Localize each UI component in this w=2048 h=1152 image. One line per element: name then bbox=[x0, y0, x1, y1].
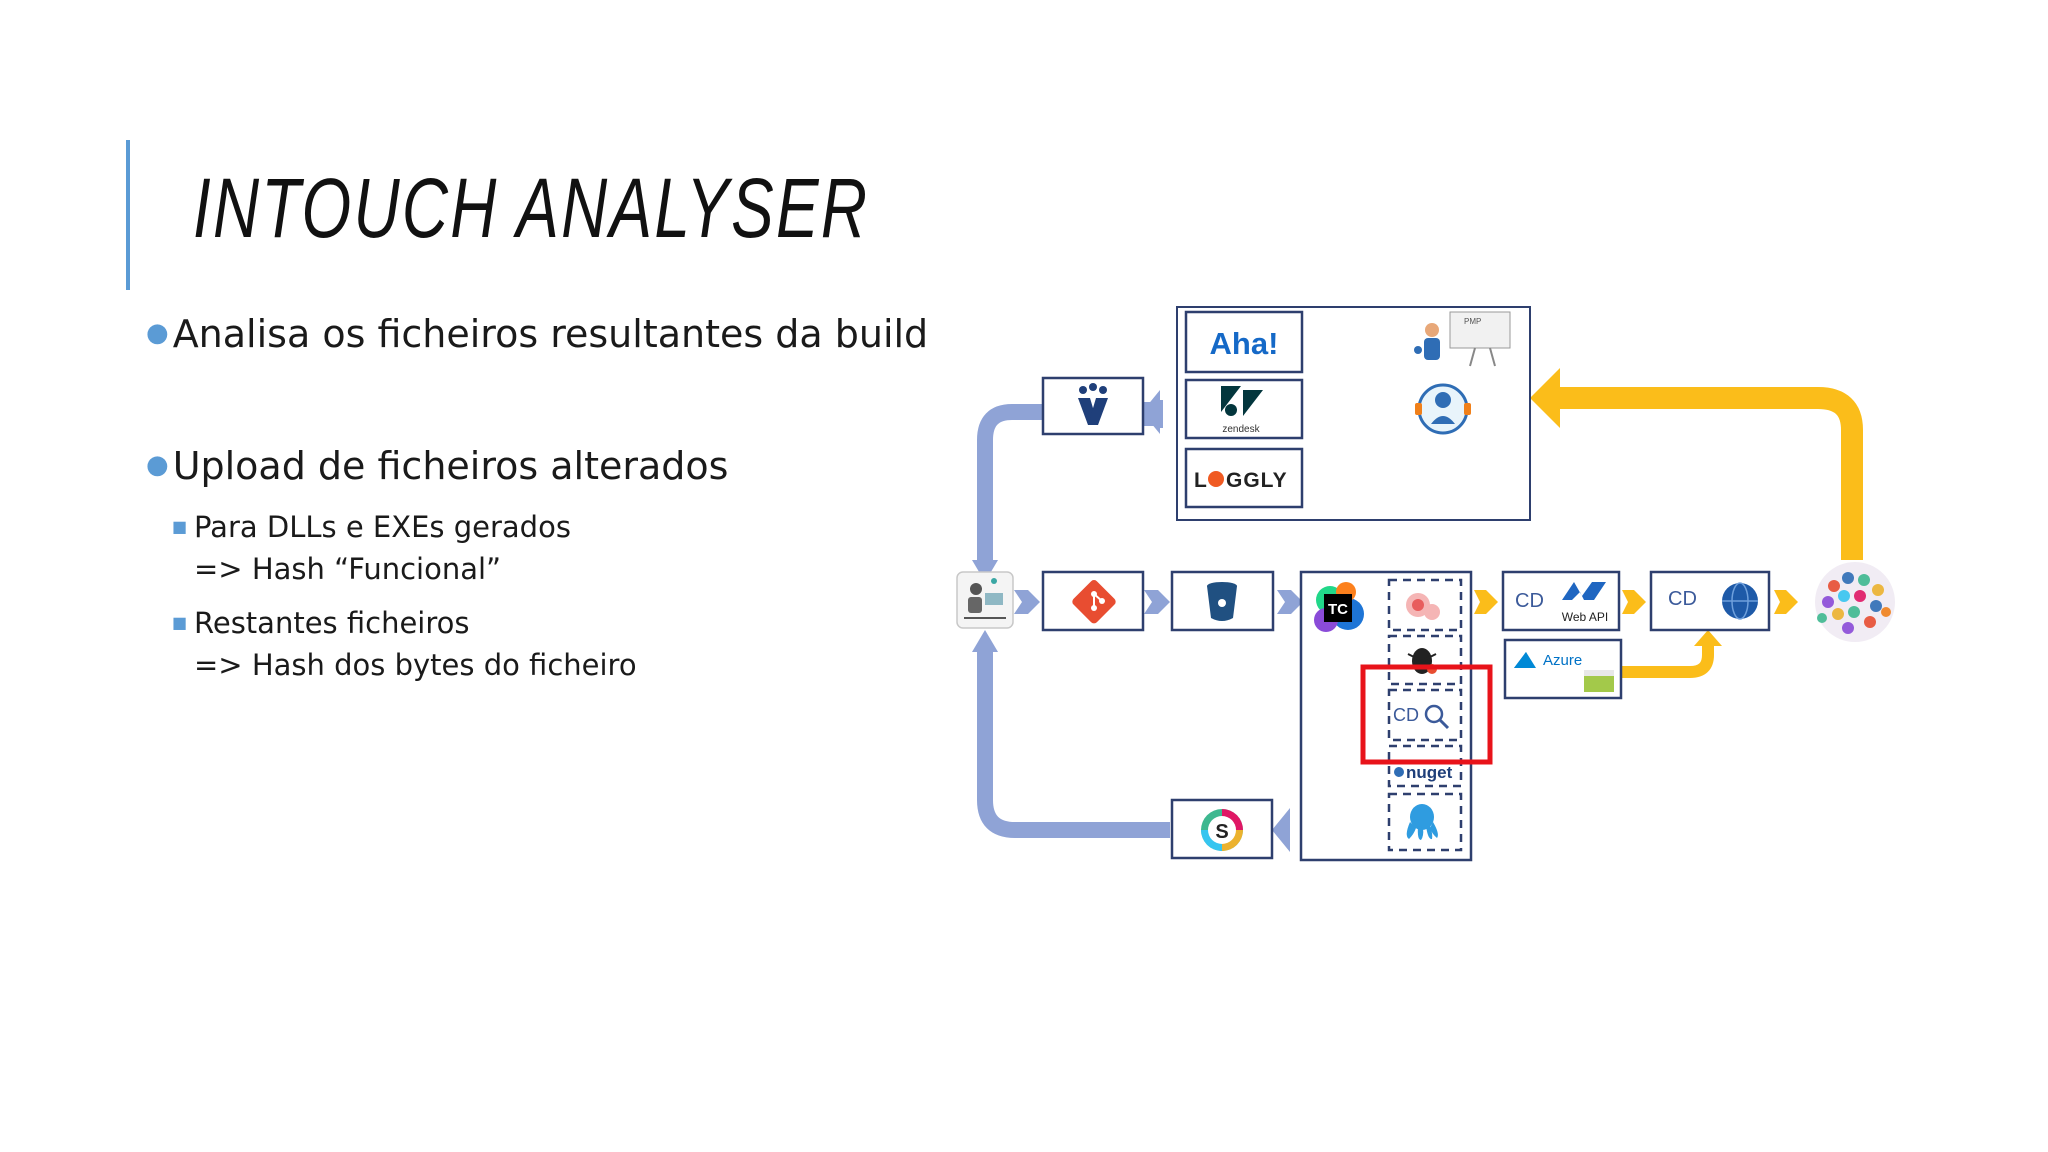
arrowhead-up bbox=[972, 630, 998, 652]
sub-bullet-square: ■ bbox=[172, 517, 188, 536]
users-cloud-icon bbox=[1815, 562, 1895, 642]
cd-search-icon: CD bbox=[1393, 704, 1450, 730]
bullet-dot: ● bbox=[146, 450, 169, 480]
webapi-cd-label: CD bbox=[1515, 590, 1544, 612]
nuget-label: nuget bbox=[1406, 763, 1453, 782]
pipeline-steps bbox=[1387, 578, 1463, 852]
bullet-text: Upload de ficheiros alterados bbox=[172, 444, 729, 488]
loggly-dot-icon bbox=[1208, 471, 1224, 487]
aha-box: Aha! bbox=[1184, 310, 1304, 374]
zendesk-icon bbox=[1221, 386, 1263, 416]
chevron-right bbox=[1622, 590, 1646, 614]
sub-bullet-item: ■ Restantes ficheiros => Hash dos bytes … bbox=[172, 602, 637, 686]
developer-icon bbox=[956, 571, 1014, 629]
git-icon bbox=[1072, 580, 1116, 624]
arrow-users-feedback bbox=[1558, 387, 1863, 560]
sub-bullet-square: ■ bbox=[172, 613, 188, 632]
cd-search-label: CD bbox=[1393, 705, 1419, 725]
slack-icon: S bbox=[1201, 809, 1243, 851]
dotnet-icon bbox=[1562, 582, 1606, 600]
nuget-icon: nuget bbox=[1394, 763, 1453, 782]
loggly-l: L bbox=[1194, 469, 1207, 492]
loggly-rest: GGLY bbox=[1226, 469, 1288, 492]
slide-title: INTOUCH ANALYSER bbox=[193, 161, 870, 255]
bullet-text: Analisa os ficheiros resultantes da buil… bbox=[172, 312, 929, 356]
step-intouch-analyser bbox=[1387, 688, 1463, 742]
zendesk-box: zendesk bbox=[1184, 378, 1304, 440]
bullet-dot: ● bbox=[146, 318, 169, 348]
chevron-right bbox=[1474, 590, 1498, 614]
arrowhead-left bbox=[1272, 808, 1290, 852]
step-octopus bbox=[1387, 792, 1463, 852]
bitbucket-icon bbox=[1207, 582, 1237, 621]
support-headset-icon bbox=[1415, 383, 1471, 435]
title-accent-bar bbox=[126, 140, 130, 290]
pmp-label: PMP bbox=[1464, 317, 1481, 326]
sub-bullet-line: Para DLLs e EXEs gerados bbox=[194, 510, 571, 544]
zendesk-label: zendesk bbox=[1222, 424, 1260, 435]
arrow-azure-to-globe bbox=[1622, 646, 1714, 678]
intouch-analyser-highlight bbox=[1360, 664, 1493, 765]
sub-bullet-item: ■ Para DLLs e EXEs gerados => Hash “Func… bbox=[172, 506, 571, 590]
teamcity-label: TC bbox=[1328, 601, 1348, 618]
git-box bbox=[1041, 570, 1145, 632]
chevron-right bbox=[1774, 590, 1798, 614]
sub-bullet-line: => Hash dos bytes do ficheiro bbox=[194, 648, 637, 682]
azure-box: Azure bbox=[1503, 638, 1623, 700]
unit-test-gear-icon bbox=[1406, 593, 1440, 620]
webapi-box: CD Web API bbox=[1501, 570, 1621, 632]
arrowhead-left bbox=[1530, 368, 1560, 428]
slack-label: S bbox=[1215, 821, 1228, 843]
arrowhead-up bbox=[1694, 630, 1722, 646]
octopus-icon bbox=[1406, 804, 1438, 840]
arrowhead-down bbox=[972, 560, 998, 582]
bullet-item: ●Upload de ficheiros alterados bbox=[146, 444, 728, 488]
chevron-right bbox=[1144, 590, 1170, 614]
pmp-person-icon: PMP bbox=[1414, 311, 1511, 367]
arrow-slack-to-dev bbox=[977, 650, 1170, 838]
arrow-jira-to-dev bbox=[977, 404, 1043, 560]
globe-cd-label: CD bbox=[1668, 588, 1697, 610]
azure-label: Azure bbox=[1543, 652, 1582, 669]
sub-bullet-line: => Hash “Funcional” bbox=[194, 552, 502, 586]
globe-box: CD bbox=[1649, 570, 1771, 632]
bullet-item: ●Analisa os ficheiros resultantes da bui… bbox=[146, 312, 928, 356]
blue-loop-arrows bbox=[977, 404, 1170, 838]
step-debug bbox=[1387, 634, 1463, 686]
slack-box: S bbox=[1170, 798, 1274, 860]
bitbucket-box bbox=[1170, 570, 1275, 632]
step-nuget bbox=[1387, 744, 1463, 788]
chevron-right bbox=[1277, 590, 1303, 614]
chevron-right bbox=[1014, 590, 1040, 614]
teamcity-icon: TC bbox=[1314, 582, 1364, 632]
loggly-box: L GGLY bbox=[1184, 447, 1304, 509]
step-unit-test bbox=[1387, 578, 1463, 632]
webapi-label: Web API bbox=[1562, 610, 1608, 624]
sub-bullet-line: Restantes ficheiros bbox=[194, 606, 470, 640]
aha-logo-text: Aha! bbox=[1210, 326, 1279, 361]
jira-box bbox=[1041, 376, 1145, 436]
arrow-stub bbox=[1155, 400, 1163, 428]
jira-icon bbox=[1078, 383, 1108, 425]
